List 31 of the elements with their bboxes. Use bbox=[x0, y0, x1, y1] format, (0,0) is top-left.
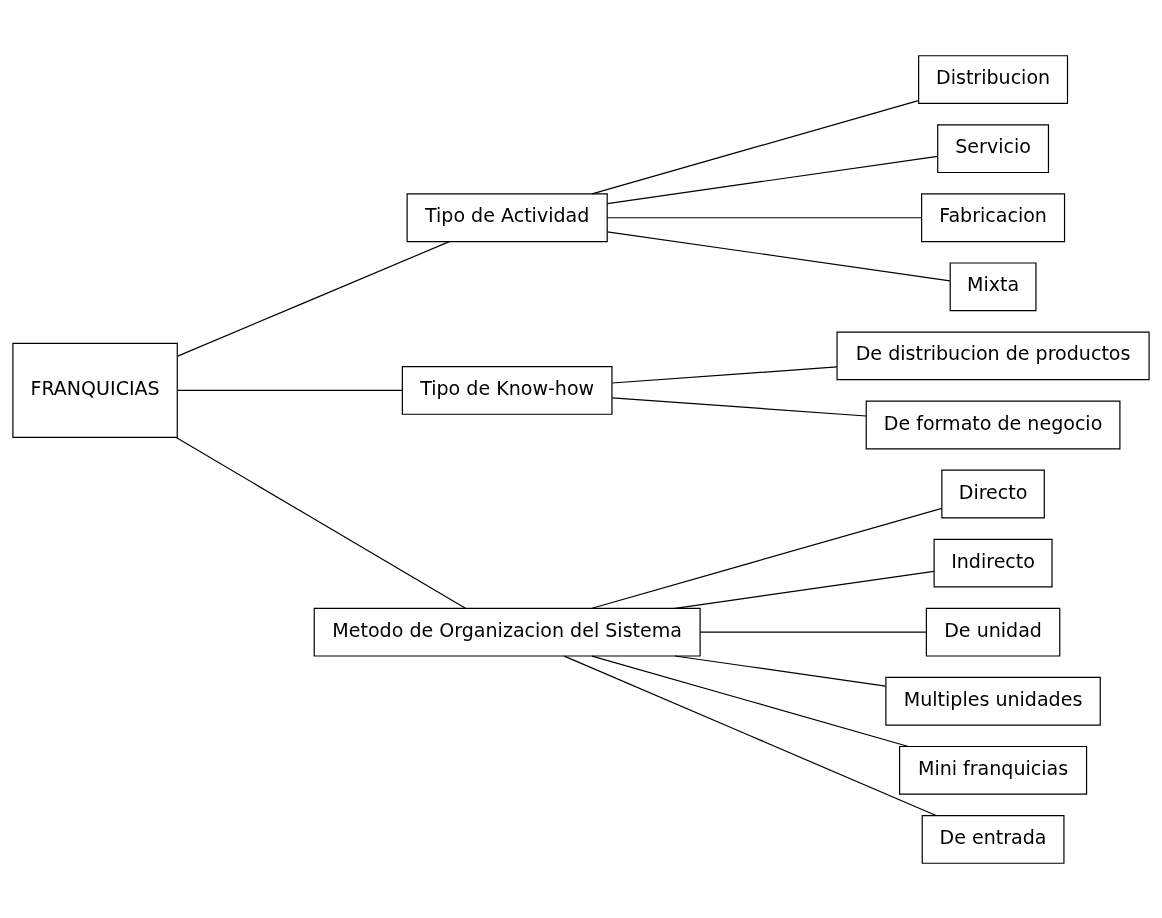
node-box: Directo bbox=[941, 469, 1045, 518]
node-box: Tipo de Actividad bbox=[406, 192, 608, 242]
connector bbox=[177, 240, 450, 357]
connector bbox=[611, 396, 867, 417]
node-box: Metodo de Organizacion del Sistema bbox=[313, 607, 701, 657]
connector bbox=[591, 655, 909, 747]
connector bbox=[591, 99, 919, 194]
connector bbox=[606, 155, 939, 204]
node-box: Fabricacion bbox=[921, 192, 1066, 242]
node-box: De entrada bbox=[921, 814, 1065, 864]
connector bbox=[563, 655, 937, 816]
node-box: Multiples unidades bbox=[885, 676, 1101, 726]
connector bbox=[699, 631, 927, 633]
node-box: De unidad bbox=[925, 607, 1061, 657]
node-box: Tipo de Know-how bbox=[401, 365, 613, 415]
connector bbox=[674, 654, 887, 687]
node-box: FRANQUICIAS bbox=[12, 342, 178, 438]
connector bbox=[177, 389, 403, 391]
connector bbox=[606, 230, 951, 281]
connector bbox=[606, 216, 923, 218]
node-box: Mini franquicias bbox=[899, 745, 1088, 795]
node-box: Servicio bbox=[937, 123, 1050, 173]
connector bbox=[674, 570, 935, 609]
connector bbox=[175, 436, 467, 609]
node-box: De formato de negocio bbox=[865, 400, 1121, 449]
node-box: Mixta bbox=[949, 261, 1037, 311]
node-box: Indirecto bbox=[933, 538, 1053, 588]
node-box: Distribucion bbox=[918, 54, 1069, 104]
connector bbox=[611, 365, 838, 384]
connector bbox=[591, 507, 943, 609]
node-box: De distribucion de productos bbox=[836, 330, 1150, 380]
